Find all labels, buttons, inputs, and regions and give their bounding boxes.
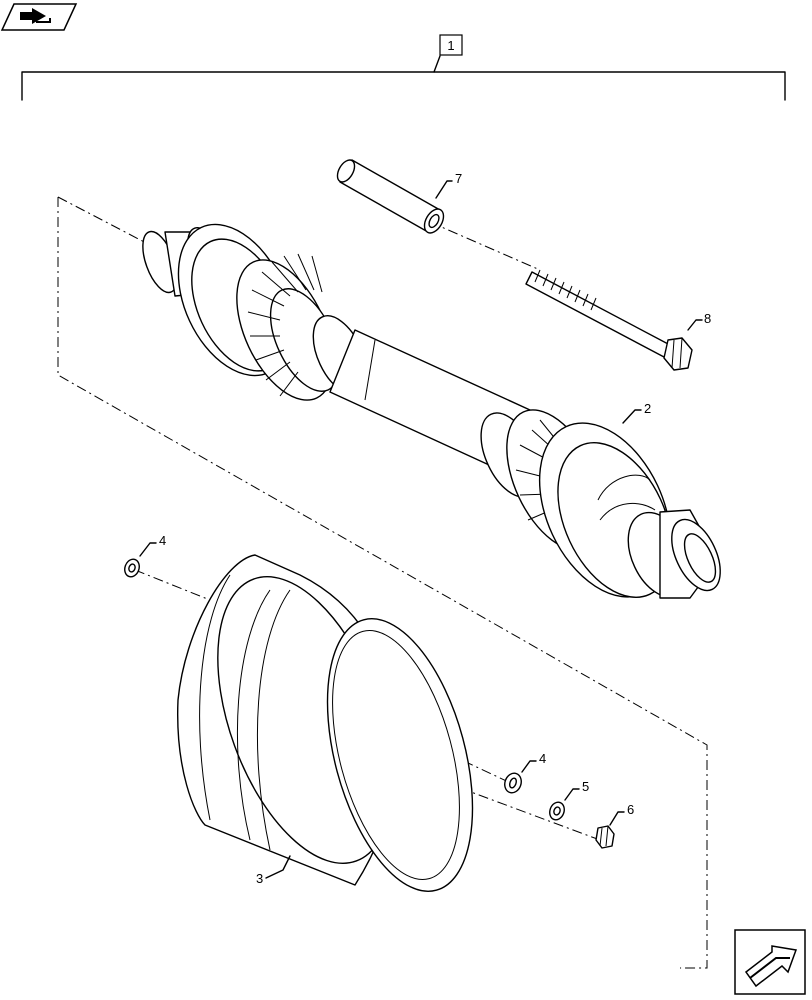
callout-nut: 6 — [627, 802, 634, 817]
back-page-arrow-icon[interactable] — [0, 3, 78, 31]
callout-tube: 7 — [455, 171, 462, 186]
bolt-part — [525, 269, 693, 371]
washer-left-part — [124, 558, 140, 578]
next-page-arrow-icon[interactable] — [734, 929, 806, 995]
leader-lines — [139, 180, 703, 879]
washer-right-part — [504, 772, 522, 794]
callout-washer-left: 4 — [159, 533, 166, 548]
driveshaft-part — [142, 223, 721, 599]
tube-part — [336, 159, 445, 234]
callout-lock-washer: 5 — [582, 779, 589, 794]
assembly-callout-box — [439, 34, 463, 56]
assembly-bracket: 1 — [21, 34, 786, 101]
nut-part — [595, 825, 615, 849]
callout-bolt: 8 — [704, 311, 711, 326]
assembly-callout-label: 1 — [447, 38, 454, 53]
callout-shaft: 2 — [644, 401, 651, 416]
guard-part — [177, 554, 474, 892]
lock-washer-part — [549, 801, 565, 821]
callout-washer-right: 4 — [539, 751, 546, 766]
callout-guard: 3 — [256, 871, 263, 886]
